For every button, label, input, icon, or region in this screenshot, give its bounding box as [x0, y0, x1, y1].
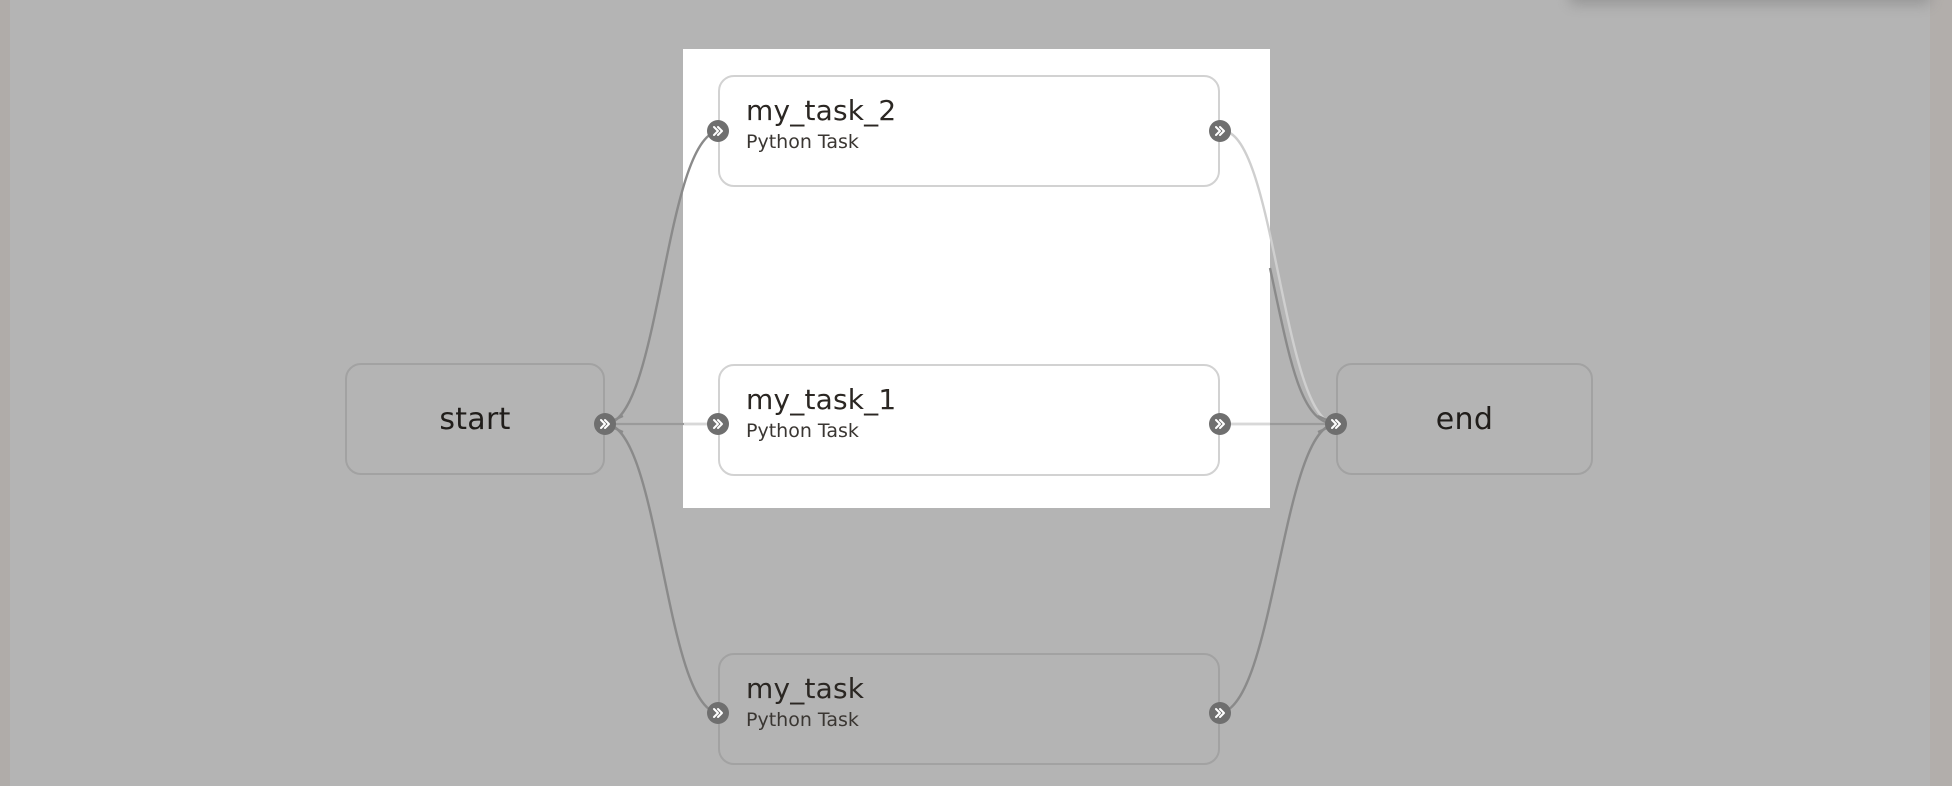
node-my_task_2[interactable]: my_task_2 Python Task — [718, 75, 1220, 187]
chevron-right-double-icon — [713, 419, 723, 429]
chevron-right-double-icon — [1215, 419, 1225, 429]
chevron-right-double-icon — [1215, 708, 1225, 718]
chevron-right-double-icon — [713, 126, 723, 136]
handle-end-target[interactable] — [1325, 413, 1347, 435]
spotlight-highlight-panel — [683, 49, 1270, 508]
left-overlay-strip — [0, 0, 10, 786]
right-overlay-strip — [1930, 0, 1952, 786]
chevron-right-double-icon — [1331, 419, 1341, 429]
edge-my_task_2-to-end-outside — [1268, 267, 1337, 426]
handle-my_task_2-target[interactable] — [707, 120, 729, 142]
handle-my_task-target[interactable] — [707, 702, 729, 724]
node-my_task_1-title: my_task_1 — [746, 383, 897, 416]
edge-start-to-my_task_2 — [604, 129, 719, 426]
node-end[interactable]: end — [1336, 363, 1593, 475]
node-my_task-subtitle: Python Task — [746, 709, 859, 732]
edge-my_task-to-end — [1219, 422, 1337, 715]
node-end-label: end — [1435, 401, 1494, 437]
node-my_task_1[interactable]: my_task_1 Python Task — [718, 364, 1220, 476]
handle-my_task_2-source[interactable] — [1209, 120, 1231, 142]
edge-my_task_2-to-end — [1219, 129, 1337, 426]
node-my_task-title: my_task — [746, 672, 865, 705]
chevron-right-double-icon — [600, 419, 610, 429]
node-my_task_2-subtitle: Python Task — [746, 131, 859, 154]
handle-start-source[interactable] — [594, 413, 616, 435]
node-my_task_2-title: my_task_2 — [746, 94, 897, 127]
top-panel-shadow — [1570, 0, 1930, 4]
chevron-right-double-icon — [713, 708, 723, 718]
node-my_task[interactable]: my_task Python Task — [718, 653, 1220, 765]
handle-my_task_1-target[interactable] — [707, 413, 729, 435]
node-my_task_1-subtitle: Python Task — [746, 420, 859, 443]
handle-my_task-source[interactable] — [1209, 702, 1231, 724]
node-start[interactable]: start — [345, 363, 605, 475]
handle-my_task_1-source[interactable] — [1209, 413, 1231, 435]
chevron-right-double-icon — [1215, 126, 1225, 136]
edge-start-to-my_task — [604, 422, 719, 715]
node-start-label: start — [439, 401, 511, 437]
